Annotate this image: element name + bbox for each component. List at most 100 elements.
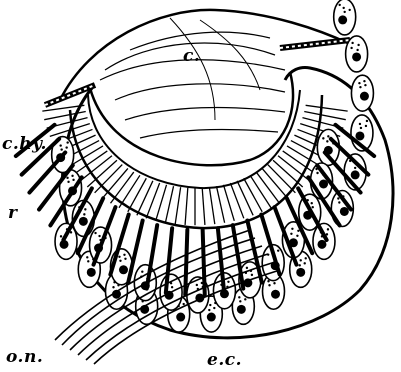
rhabdom-rod [128,178,147,212]
cell-granule [343,11,345,13]
cell-nucleus [87,268,96,277]
rhabdom-rod [175,187,180,224]
pigment-strand [185,230,187,295]
cell-granule [72,179,74,181]
cell-granule [304,262,306,264]
label-corneal-hypodermis: c.hy. [2,134,47,154]
rhabdom-rod [165,186,173,223]
cell-granule [359,86,361,88]
cell-granule [327,228,329,230]
cell-granule [296,235,298,237]
cell-granule [87,260,89,262]
cell-nucleus [79,217,88,226]
cell-granule [299,264,301,266]
cell-nucleus [176,313,185,322]
cell-granule [305,257,307,259]
rhabdom-rod [256,172,279,203]
cell-granule [65,146,67,148]
cell-granule [83,213,85,215]
cell-granule [118,256,120,258]
cell-nucleus [352,52,361,61]
cell-nucleus [119,265,128,274]
cell-granule [60,235,62,237]
cell-granule [246,267,248,269]
cell-granule [94,232,96,234]
cell-granule [213,307,215,309]
cell-granule [312,206,314,208]
cell-granule [338,201,340,203]
cell-granule [357,44,359,46]
cell-granule [141,271,143,273]
cell-nucleus [296,268,305,277]
cell-nucleus [237,305,246,314]
rhabdom-rod [185,188,188,225]
cell-granule [354,167,356,169]
cell-granule [244,298,246,300]
cell-nucleus [351,170,360,179]
cell-granule [356,49,358,51]
cell-granule [360,127,362,129]
rhabdom-rod [202,188,205,225]
cell-nucleus [271,290,280,299]
cell-granule [67,181,69,183]
cell-granule [98,235,100,237]
rhabdom-rod [209,187,214,224]
cell-granule [66,141,68,143]
cell-granule [364,84,366,86]
rhabdom-rod [250,175,271,207]
label-retina: r [8,203,17,223]
pigment-strand [203,230,205,295]
cell-granule [60,148,62,150]
rhabdom-inner-boundary [88,90,300,188]
cell-granule [119,260,121,262]
cell-granule [273,282,275,284]
cell-granule [251,274,253,276]
cell-nucleus [340,207,349,216]
cell-granule [86,256,88,258]
cell-granule [348,9,350,11]
cell-granule [358,82,360,84]
rhabdom-rod [262,168,288,198]
cell-granule [338,4,340,6]
rhabdom-rod [44,112,86,120]
cell-granule [268,284,270,286]
cell-granule [196,284,198,286]
cell-granule [239,300,241,302]
rhabdom-rod [306,105,348,111]
cell-granule [71,175,73,177]
cell-granule [297,230,299,232]
cell-granule [124,258,126,260]
rhabdom-rod [137,181,153,216]
cell-granule [363,80,365,82]
cell-granule [171,286,173,288]
label-epithelial-cells: e.c. [207,350,242,370]
cell-granule [112,286,114,288]
cell-granule [123,254,125,256]
cell-granule [342,7,344,9]
cell-nucleus [207,313,216,322]
cell-granule [351,42,353,44]
cell-granule [209,304,211,306]
cell-nucleus [338,15,347,24]
cell-granule [208,309,210,311]
rhabdom-rod [216,186,224,223]
cell-granule [350,47,352,49]
cell-granule [365,125,367,127]
cell-nucleus [360,92,369,101]
rhabdom-rod [237,181,253,216]
rhabdom-outer-boundary [70,95,322,228]
cell-granule [366,120,368,122]
cell-granule [59,144,61,146]
cell-granule [277,249,279,251]
rhabdom-rod [244,178,263,212]
cell-granule [291,228,293,230]
label-optic-nerve: o.n. [6,347,43,367]
cell-granule [290,233,292,235]
cell-nucleus [355,131,364,140]
cell-granule [227,281,229,283]
cell-granule [311,202,313,204]
cell-granule [359,123,361,125]
label-cornea: c. [183,46,200,66]
cell-granule [66,177,68,179]
